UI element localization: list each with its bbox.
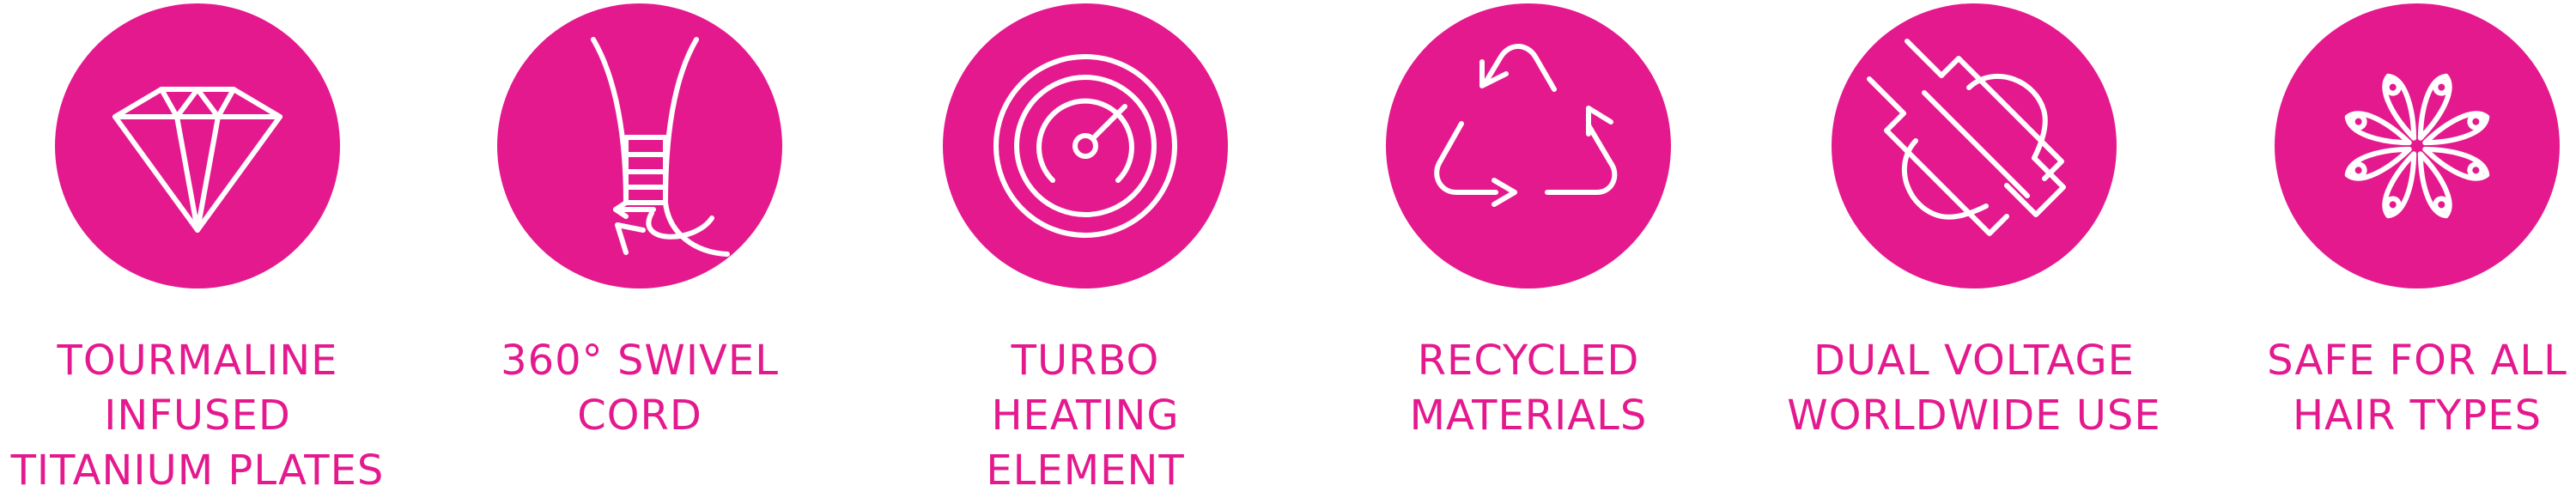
label-line: MATERIALS: [1409, 392, 1648, 440]
feature-tourmaline: TOURMALINE INFUSED TITANIUM PLATES: [0, 0, 421, 495]
label-line: INFUSED: [104, 392, 291, 440]
petal-shape: [2344, 111, 2412, 146]
label-line: TOURMALINE: [57, 337, 338, 385]
label-line: TURBO: [1011, 337, 1160, 385]
label-line: SAFE FOR ALL: [2267, 337, 2567, 385]
icon-circle: [2275, 3, 2560, 288]
petal-shape: [2422, 111, 2490, 146]
feature-label: TURBO HEATING ELEMENT: [862, 333, 1309, 498]
label-line: DUAL VOLTAGE: [1814, 337, 2135, 385]
petal-dot: [2433, 196, 2451, 214]
feature-label: DUAL VOLTAGE WORLDWIDE USE: [1751, 333, 2197, 443]
label-line: ELEMENT: [986, 446, 1185, 495]
swivel-cord-icon: [591, 37, 730, 257]
feature-label: RECYCLED MATERIALS: [1305, 333, 1752, 443]
label-line: RECYCLED: [1417, 337, 1640, 385]
diamond-icon: [112, 87, 283, 233]
petal-shape: [2344, 146, 2412, 181]
petal-shape: [2382, 73, 2417, 141]
icon-circle: [497, 3, 782, 288]
recycle-icon: [1434, 44, 1618, 207]
label-line: WORLDWIDE USE: [1787, 392, 2161, 440]
feature-hair-types: SAFE FOR ALL HAIR TYPES: [2194, 0, 2576, 494]
plug-icon: [1867, 39, 2066, 236]
label-line: HEATING: [991, 392, 1180, 440]
petal-shape: [2417, 73, 2452, 141]
gauge-icon: [993, 54, 1177, 238]
icon-circle: [943, 3, 1228, 288]
label-line: TITANIUM PLATES: [10, 446, 385, 495]
petal-dot: [2349, 161, 2367, 179]
feature-dual-voltage: DUAL VOLTAGE WORLDWIDE USE: [1751, 0, 2197, 494]
petal-shape: [2417, 151, 2452, 219]
petal-dot: [2467, 112, 2485, 131]
petal-dot: [2349, 112, 2367, 131]
petal-dot: [2433, 78, 2451, 96]
feature-label: 360° SWIVEL CORD: [416, 333, 863, 443]
feature-swivel-cord: 360° SWIVEL CORD: [416, 0, 863, 494]
icon-circle: [1832, 3, 2117, 288]
feature-label: SAFE FOR ALL HAIR TYPES: [2194, 333, 2576, 443]
petal-dot: [2384, 196, 2402, 214]
label-line: 360° SWIVEL: [501, 337, 779, 385]
feature-label: TOURMALINE INFUSED TITANIUM PLATES: [0, 333, 421, 498]
feature-turbo-heating: TURBO HEATING ELEMENT: [862, 0, 1309, 495]
icon-circle: [55, 3, 340, 288]
petal-dot: [2384, 78, 2402, 96]
icon-circle: [1386, 3, 1671, 288]
label-line: CORD: [577, 392, 702, 440]
petal-shape: [2422, 146, 2490, 181]
petal-shape: [2382, 151, 2417, 219]
petal-dot: [2467, 161, 2485, 179]
label-line: HAIR TYPES: [2292, 392, 2543, 440]
feature-recycled: RECYCLED MATERIALS: [1305, 0, 1752, 494]
hair-types-icon: [2344, 73, 2490, 219]
